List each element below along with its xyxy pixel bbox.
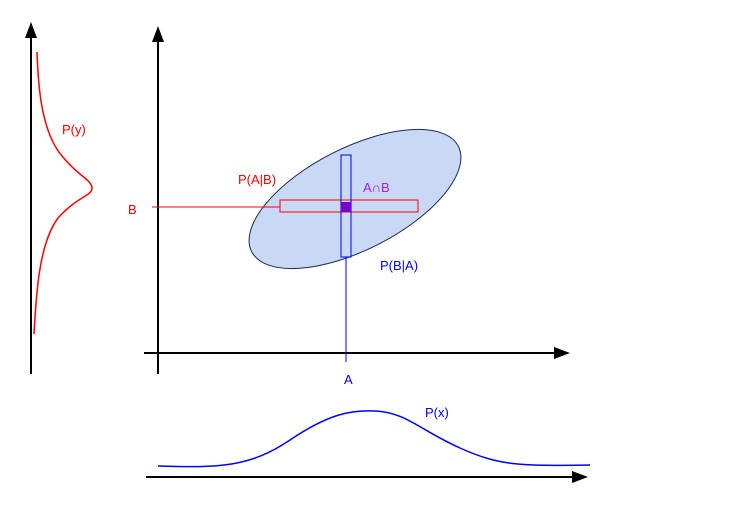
- py-curve: [33, 51, 93, 335]
- a-label: A: [344, 372, 353, 387]
- pbga-label: P(B|A): [380, 258, 418, 273]
- pagb-label: P(A|B): [238, 172, 276, 187]
- joint-ellipse: [248, 128, 462, 270]
- px-label: P(x): [425, 405, 449, 420]
- b-label: B: [128, 202, 137, 217]
- px-axis-arrow: [572, 471, 588, 483]
- main-x-axis-arrow: [554, 347, 570, 359]
- px-curve: [157, 410, 591, 468]
- aintb-label: A∩B: [363, 180, 390, 195]
- py-label: P(y): [62, 122, 86, 137]
- main-y-axis-arrow: [152, 26, 164, 42]
- intersection-square: [341, 202, 351, 212]
- py-axis-arrow: [25, 22, 37, 38]
